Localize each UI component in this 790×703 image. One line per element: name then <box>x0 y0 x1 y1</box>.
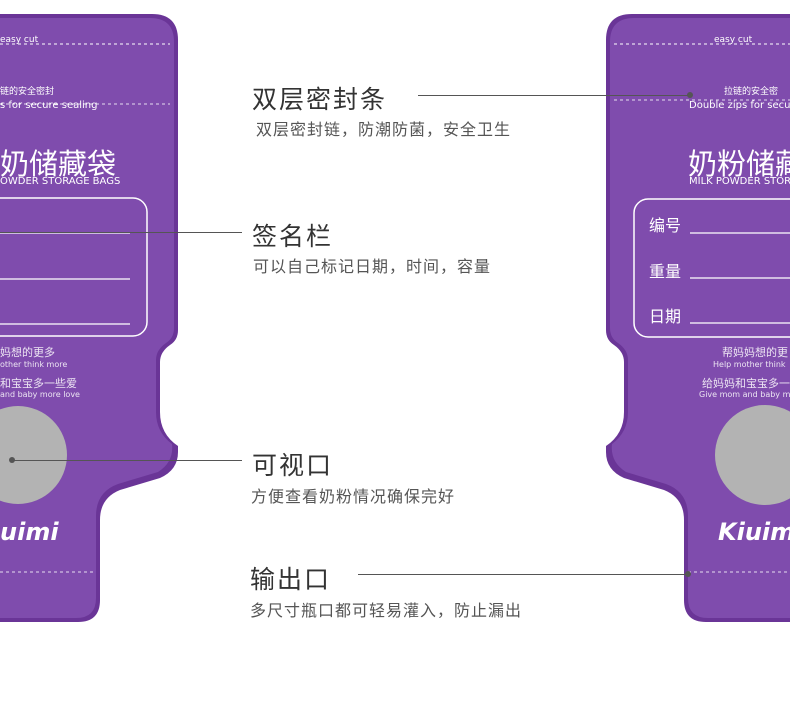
feature-desc-double-seal: 双层密封链，防潮防菌，安全卫生 <box>256 120 512 139</box>
feature-title-signature: 签名栏 <box>252 222 334 251</box>
feature-title-double-seal: 双层密封条 <box>252 85 388 114</box>
left-slogan1-cn: 妈想的更多 <box>0 346 55 359</box>
left-zip-label-en: s for secure sealing <box>0 100 98 111</box>
left-signature-box <box>0 197 148 337</box>
right-easy-cut-label: easy cut <box>714 35 753 45</box>
feature-desc-outlet: 多尺寸瓶口都可轻易灌入，防止漏出 <box>250 601 523 620</box>
right-brand-logo: Kiuim <box>718 518 790 546</box>
feature-leader-line-outlet <box>358 574 688 575</box>
right-zip-label-en: Double zips for secu <box>689 100 790 111</box>
right-field-weight: 重量 <box>649 262 682 281</box>
feature-leader-line-double-seal <box>418 95 690 96</box>
right-slogan2-cn: 给妈妈和宝宝多一 <box>702 377 790 390</box>
left-slogan2-cn: 和宝宝多一些爱 <box>0 377 77 390</box>
feature-leader-dot-double-seal <box>687 92 693 98</box>
feature-title-view-window: 可视口 <box>252 451 334 480</box>
right-field-number: 编号 <box>649 216 682 235</box>
left-viewing-window <box>0 406 67 504</box>
right-bag-body <box>606 14 790 622</box>
feature-leader-line-signature <box>0 232 242 233</box>
left-zip-label-cn: 链的安全密封 <box>0 87 55 97</box>
left-bag-title-en: OWDER STORAGE BAGS <box>0 176 121 187</box>
right-zip-label-cn: 拉链的安全密 <box>724 87 779 97</box>
left-slogan2-en: and baby more love <box>0 390 80 399</box>
right-viewing-window <box>715 405 790 505</box>
feature-desc-view-window: 方便查看奶粉情况确保完好 <box>251 487 456 506</box>
right-slogan1-cn: 帮妈妈想的更 <box>722 346 788 359</box>
left-bag-title-cn: 奶储藏袋 <box>0 147 117 181</box>
left-slogan1-en: other think more <box>0 360 68 369</box>
right-slogan1-en: Help mother think <box>713 360 786 369</box>
right-field-date: 日期 <box>649 307 682 326</box>
feature-title-outlet: 输出口 <box>250 565 332 594</box>
left-easy-cut-label: easy cut <box>0 35 39 45</box>
right-bag-title-en: MILK POWDER STORA <box>689 176 790 187</box>
feature-desc-signature: 可以自己标记日期，时间，容量 <box>253 257 492 276</box>
left-storage-bag: easy cut 链的安全密封 s for secure sealing 奶储藏… <box>0 0 200 640</box>
right-signature-box <box>633 198 790 338</box>
right-storage-bag: easy cut 拉链的安全密 Double zips for secu 奶粉储… <box>600 0 790 640</box>
left-brand-logo: uimi <box>0 518 59 546</box>
feature-leader-line-view-window <box>12 460 242 461</box>
feature-leader-dot-outlet <box>685 571 691 577</box>
right-bag-title-cn: 奶粉储藏 <box>688 147 790 181</box>
feature-leader-dot-view-window <box>9 457 15 463</box>
right-slogan2-en: Give mom and baby m <box>699 390 790 399</box>
left-bag-body <box>0 14 178 622</box>
